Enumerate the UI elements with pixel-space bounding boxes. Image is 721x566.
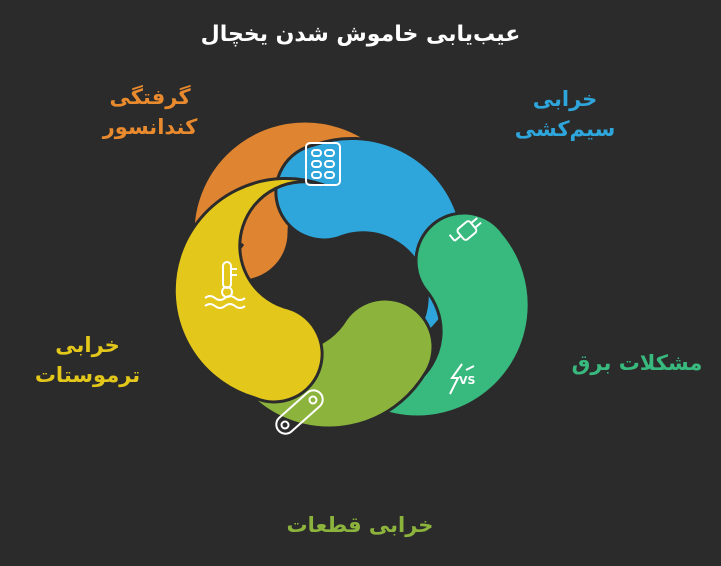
lightning-vs-icon: VS: [449, 363, 476, 395]
label-parts: خرابی قطعات: [286, 513, 434, 537]
label-wiring: خرابی سیم‌کشی: [514, 87, 616, 141]
pill-blister-icon: [305, 142, 341, 186]
label-thermostat: خرابی ترموستات: [34, 333, 141, 387]
label-condenser: گرفتگی کندانسور: [102, 85, 198, 139]
label-electrical: مشکلات برق: [571, 351, 703, 375]
svg-text:VS: VS: [459, 374, 476, 387]
chain-gear-icon: [275, 389, 324, 435]
plug-icon: [448, 217, 482, 242]
thermometer-icon: [204, 261, 246, 309]
diagram-title: عیب‌یابی خاموش شدن یخچال: [200, 22, 521, 47]
segment-thermostat: [172, 177, 325, 404]
petal-thermostat: [172, 177, 325, 404]
